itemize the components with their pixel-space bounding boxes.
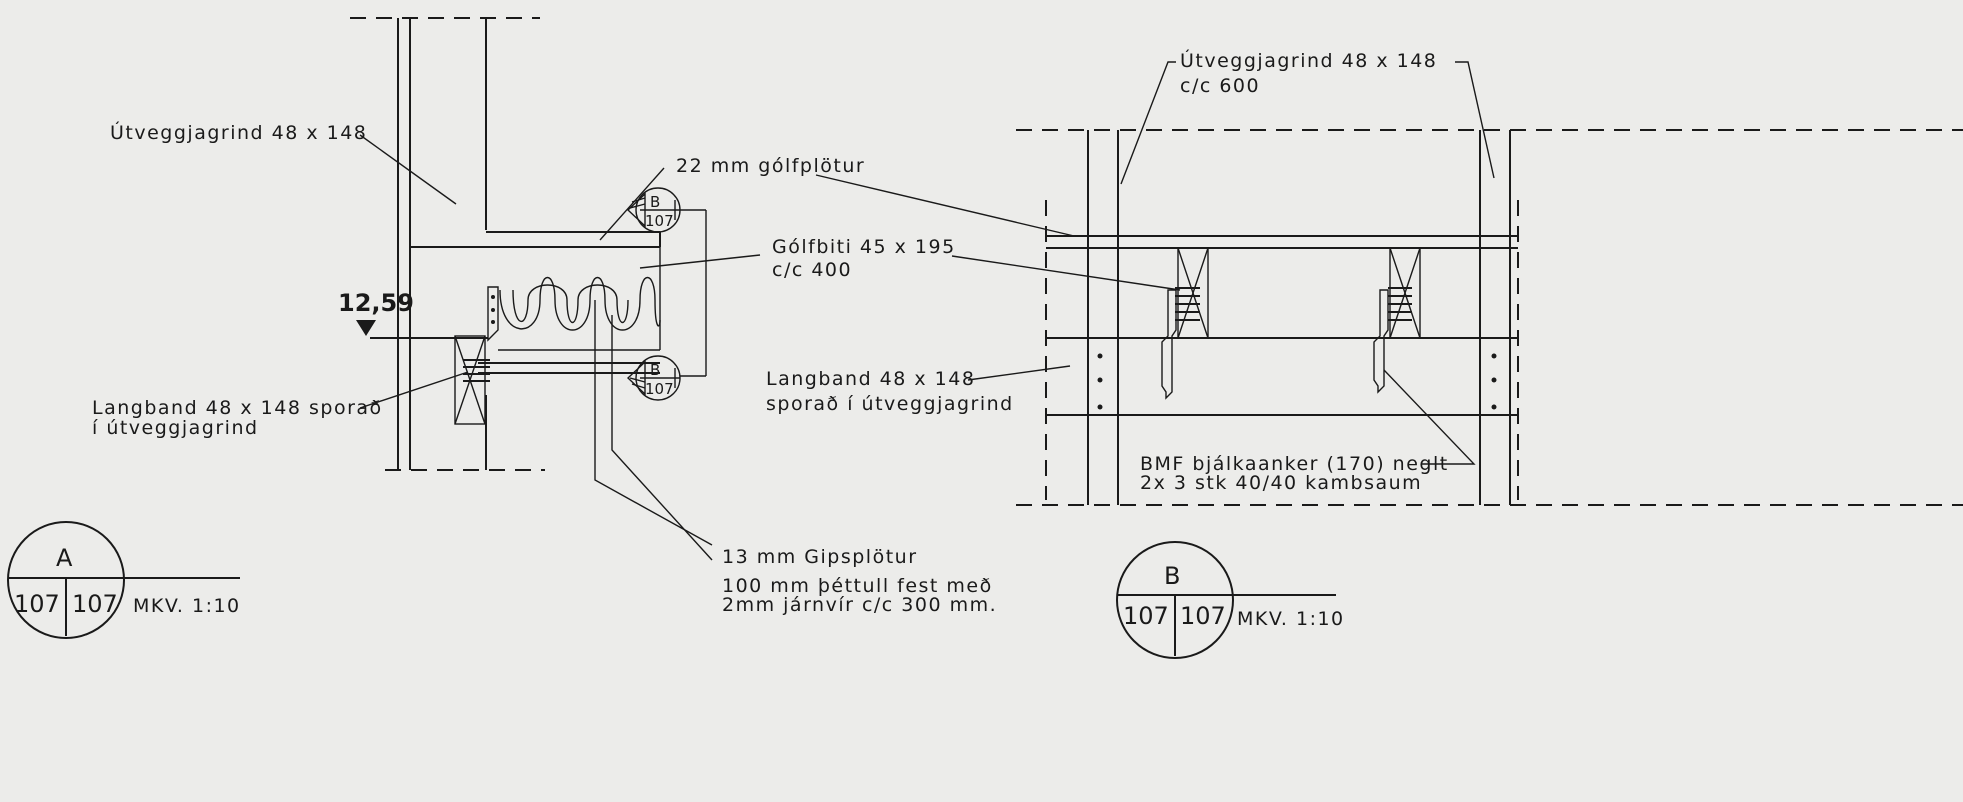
bracket-hole bbox=[491, 295, 495, 299]
leader-line bbox=[1383, 369, 1476, 465]
label-ledger: Langband 48 x 148 sporað bbox=[92, 397, 383, 419]
leader-line bbox=[599, 167, 665, 241]
leader-line bbox=[359, 134, 457, 205]
leader-line bbox=[1120, 61, 1176, 185]
bracket-hole bbox=[491, 320, 495, 324]
label-joist-spacing: c/c 400 bbox=[772, 259, 852, 281]
label-insulation-2: 2mm járnvír c/c 300 mm. bbox=[722, 594, 997, 616]
detail-b-elevation: Útveggjagrind 48 x 148 c/c 600 Langband … bbox=[766, 48, 1963, 659]
title-sheet-right: 107 bbox=[72, 590, 118, 618]
label-ledger: Langband 48 x 148 bbox=[766, 368, 975, 390]
leader-line bbox=[967, 365, 1071, 381]
leader-line bbox=[639, 254, 761, 269]
label-floorboard: 22 mm gólfplötur bbox=[676, 155, 865, 177]
detail-a-section: 12,59 B 107 B 107 bbox=[7, 17, 997, 639]
leader-line bbox=[1455, 61, 1495, 179]
label-ledger-2: í útveggjagrind bbox=[92, 417, 259, 439]
elevation-triangle bbox=[356, 320, 376, 336]
detail-title-a: A 107 107 MKV. 1:10 bbox=[7, 521, 241, 639]
nail-dot bbox=[1491, 353, 1497, 359]
leader-line bbox=[611, 315, 713, 561]
ref-sheet: 107 bbox=[645, 212, 674, 230]
joist-left bbox=[1161, 247, 1209, 400]
title-letter: A bbox=[56, 544, 73, 572]
title-scale: MKV. 1:10 bbox=[1237, 608, 1345, 630]
label-ledger-2: sporað í útveggjagrind bbox=[766, 393, 1014, 415]
nail-dot bbox=[1097, 377, 1103, 383]
title-letter: B bbox=[1164, 562, 1180, 590]
nail-dot bbox=[1097, 353, 1103, 359]
insulation-pattern bbox=[512, 284, 629, 323]
nail-dot bbox=[1491, 377, 1497, 383]
section-ref-lower: B 107 bbox=[626, 355, 706, 401]
joist-right bbox=[1373, 247, 1421, 394]
ref-letter: B bbox=[650, 361, 660, 379]
nail-dot bbox=[1097, 404, 1103, 410]
label-gypsum: 13 mm Gipsplötur bbox=[722, 546, 918, 568]
title-sheet-left: 107 bbox=[14, 590, 60, 618]
label-insulation: 100 mm þéttull fest með bbox=[722, 575, 993, 597]
ref-sheet: 107 bbox=[645, 380, 674, 398]
section-ref-upper: B 107 bbox=[626, 187, 707, 376]
leader-line bbox=[951, 255, 1181, 291]
insulation-pattern bbox=[499, 277, 661, 331]
detail-title-b: B 107 107 MKV. 1:10 bbox=[1116, 541, 1345, 659]
label-anchor: BMF bjálkaanker (170) neglt bbox=[1140, 453, 1449, 475]
leader-line bbox=[594, 300, 713, 546]
label-joist: Gólfbiti 45 x 195 bbox=[772, 236, 956, 258]
leader-line bbox=[359, 371, 469, 409]
bracket-hole bbox=[491, 308, 495, 312]
hanger-bracket bbox=[487, 286, 499, 342]
label-wall-frame-spacing: c/c 600 bbox=[1180, 75, 1260, 97]
label-wall-frame: Útveggjagrind 48 x 148 bbox=[1180, 48, 1437, 72]
nail-dot bbox=[1491, 404, 1497, 410]
title-scale: MKV. 1:10 bbox=[133, 595, 241, 617]
elevation-value: 12,59 bbox=[338, 289, 414, 317]
title-sheet-right: 107 bbox=[1180, 602, 1226, 630]
label-wall-frame: Útveggjagrind 48 x 148 bbox=[110, 120, 367, 144]
title-sheet-left: 107 bbox=[1123, 602, 1169, 630]
label-anchor-2: 2x 3 stk 40/40 kambsaum bbox=[1140, 472, 1422, 494]
ref-letter: B bbox=[650, 193, 660, 211]
leader-line bbox=[815, 174, 1075, 237]
